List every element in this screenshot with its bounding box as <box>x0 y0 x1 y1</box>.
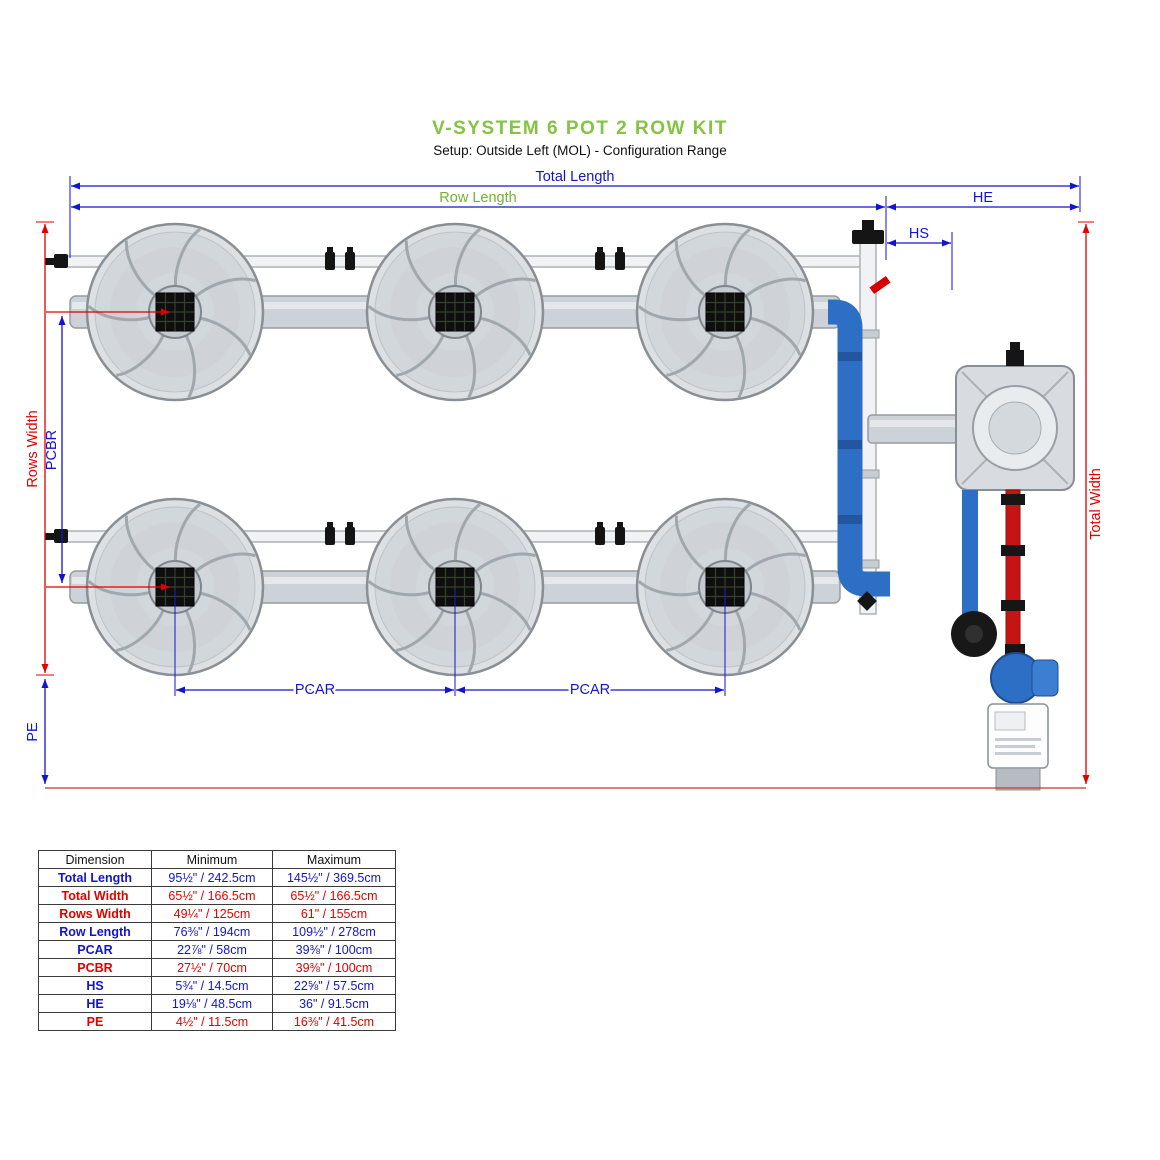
minimum-value-cell: 27½" / 70cm <box>151 958 273 977</box>
controller-text-line <box>995 738 1041 741</box>
table-row: PCAR 22⅞" / 58cm 39⅜" / 100cm <box>38 940 396 959</box>
reservoir-top-fitting-cap <box>1010 342 1020 351</box>
pcbr-label: PCBR <box>44 430 60 470</box>
maximum-value-cell: 39⅜" / 100cm <box>272 940 396 959</box>
maximum-value-cell: 39⅜" / 100cm <box>272 958 396 977</box>
left-end-valve-top-knob <box>45 258 55 265</box>
controller-base <box>995 767 1041 791</box>
col-header-minimum: Minimum <box>151 850 273 869</box>
maximum-value-cell: 109½" / 278cm <box>272 922 396 941</box>
pots <box>87 224 813 675</box>
maximum-value-cell: 61" / 155cm <box>272 904 396 923</box>
table-header-row: Dimension Minimum Maximum <box>38 850 396 869</box>
minimum-value-cell: 76⅜" / 194cm <box>151 922 273 941</box>
red-pressure-pipe <box>1005 489 1021 649</box>
col-header-maximum: Maximum <box>272 850 396 869</box>
page-subtitle: Setup: Outside Left (MOL) - Configuratio… <box>433 143 727 158</box>
dimension-name-cell: Row Length <box>38 922 152 941</box>
table-row: HE 19⅛" / 48.5cm 36" / 91.5cm <box>38 994 396 1013</box>
minimum-value-cell: 5¾" / 14.5cm <box>151 976 273 995</box>
reservoir-inlet-pipe <box>867 414 961 444</box>
rows-width-label: Rows Width <box>25 410 41 487</box>
total-length-label: Total Length <box>535 169 614 185</box>
pump-housing <box>1031 659 1059 697</box>
table-row: PE 4½" / 11.5cm 16⅜" / 41.5cm <box>38 1012 396 1031</box>
page-title: V-SYSTEM 6 POT 2 ROW KIT <box>432 118 728 139</box>
table-row: PCBR 27½" / 70cm 39⅜" / 100cm <box>38 958 396 977</box>
red-pipe-union <box>1001 545 1025 556</box>
minimum-value-cell: 19⅛" / 48.5cm <box>151 994 273 1013</box>
inline-filter-cap <box>965 625 983 643</box>
minimum-value-cell: 49¼" / 125cm <box>151 904 273 923</box>
pot-2 <box>367 224 543 400</box>
maximum-value-cell: 65½" / 166.5cm <box>272 886 396 905</box>
controller-text-line <box>995 752 1041 755</box>
table-row: Total Width 65½" / 166.5cm 65½" / 166.5c… <box>38 886 396 905</box>
left-end-valve-bottom <box>54 529 68 543</box>
manifold <box>828 220 891 615</box>
col-header-dimension: Dimension <box>38 850 152 869</box>
reservoir-corner-lines <box>961 371 1069 485</box>
reservoir-assembly <box>867 342 1075 491</box>
manifold-top-valve <box>852 230 884 244</box>
maximum-value-cell: 145½" / 369.5cm <box>272 868 396 887</box>
dimension-labels: Total Length Row Length HE HS Rows Width… <box>25 169 1104 742</box>
table-row: HS 5¾" / 14.5cm 22⅝" / 57.5cm <box>38 976 396 995</box>
left-end-valve-top <box>54 254 68 268</box>
red-valve-handle <box>869 275 891 295</box>
dimension-name-cell: HS <box>38 976 152 995</box>
minimum-value-cell: 65½" / 166.5cm <box>151 886 273 905</box>
minimum-value-cell: 4½" / 11.5cm <box>151 1012 273 1031</box>
dimension-name-cell: PCAR <box>38 940 152 959</box>
maximum-value-cell: 16⅜" / 41.5cm <box>272 1012 396 1031</box>
row-length-label: Row Length <box>439 190 516 206</box>
controller-text-line <box>995 745 1035 748</box>
table-row: Row Length 76⅜" / 194cm 109½" / 278cm <box>38 922 396 941</box>
maximum-value-cell: 22⅝" / 57.5cm <box>272 976 396 995</box>
pcar-right-label: PCAR <box>570 682 610 698</box>
system-diagram: Total Length Row Length HE HS Rows Width… <box>25 169 1104 791</box>
pcar-left-label: PCAR <box>295 682 335 698</box>
dimension-name-cell: Total Length <box>38 868 152 887</box>
manifold-top-valve-cap <box>862 220 874 232</box>
blue-pipe-band <box>838 515 862 524</box>
reservoir-top-fitting <box>1006 350 1024 366</box>
page-header: V-SYSTEM 6 POT 2 ROW KIT Setup: Outside … <box>0 118 1160 158</box>
dimension-name-cell: Rows Width <box>38 904 152 923</box>
red-pipe-union <box>1001 600 1025 611</box>
pot-3 <box>637 224 813 400</box>
dimensions-table: Dimension Minimum Maximum Total Length 9… <box>38 850 396 1031</box>
dimension-name-cell: Total Width <box>38 886 152 905</box>
minimum-value-cell: 22⅞" / 58cm <box>151 940 273 959</box>
pe-label: PE <box>25 722 41 742</box>
red-pipe-union <box>1001 494 1025 505</box>
blue-pipe-band <box>838 440 862 449</box>
he-label: HE <box>973 190 993 206</box>
blue-pipe-band <box>838 352 862 361</box>
maximum-value-cell: 36" / 91.5cm <box>272 994 396 1013</box>
drain-valve <box>857 591 877 611</box>
dimension-name-cell: HE <box>38 994 152 1013</box>
controller-label <box>994 711 1026 731</box>
pump-assembly <box>951 489 1059 791</box>
reservoir-lid-inner <box>988 401 1042 455</box>
hs-label: HS <box>909 226 929 242</box>
reservoir-inlet-pipe-highlight <box>870 420 958 427</box>
dimension-name-cell: PE <box>38 1012 152 1031</box>
left-end-valve-bottom-knob <box>45 533 55 540</box>
table-row: Rows Width 49¼" / 125cm 61" / 155cm <box>38 904 396 923</box>
dimension-name-cell: PCBR <box>38 958 152 977</box>
dimension-lines <box>36 176 1094 789</box>
minimum-value-cell: 95½" / 242.5cm <box>151 868 273 887</box>
total-width-label: Total Width <box>1088 468 1104 540</box>
table-row: Total Length 95½" / 242.5cm 145½" / 369.… <box>38 868 396 887</box>
